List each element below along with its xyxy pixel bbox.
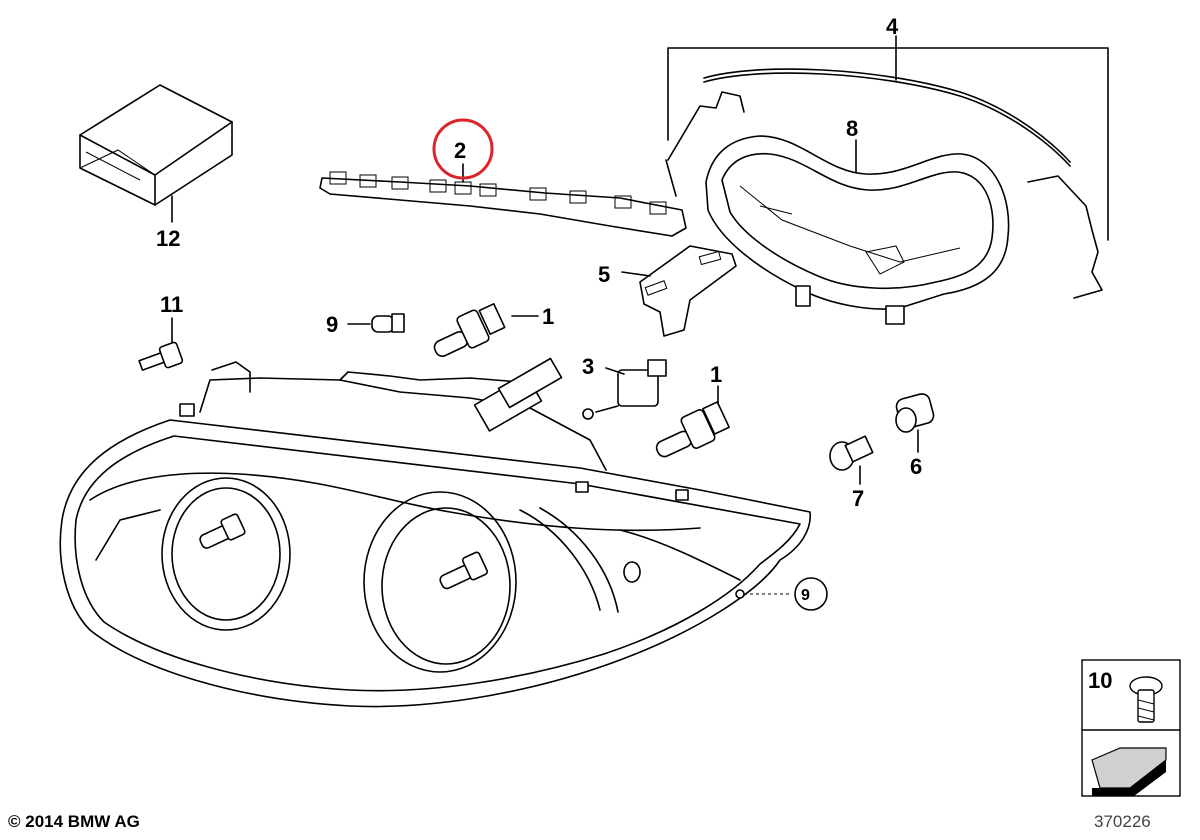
callout-5: 5	[598, 262, 610, 287]
callout-1-upper: 1	[542, 304, 554, 329]
callout-4: 4	[886, 14, 899, 39]
legend-label: 10	[1088, 668, 1112, 693]
callout-7: 7	[852, 486, 864, 511]
part-4-leader	[667, 35, 1109, 241]
part-11-screw[interactable]	[138, 317, 184, 371]
part-12-package[interactable]	[79, 84, 233, 223]
part-1-bulb-upper[interactable]	[432, 303, 539, 359]
callout-9: 9	[326, 312, 338, 337]
callout-2: 2	[454, 138, 466, 163]
part-5-clip[interactable]	[621, 245, 737, 337]
part-2-bracket[interactable]	[319, 163, 687, 237]
callout-10: 9	[801, 587, 810, 604]
callout-3: 3	[582, 354, 594, 379]
headlight-assembly[interactable]	[59, 357, 811, 708]
legend-box	[1081, 659, 1181, 797]
part-8-housing[interactable]	[705, 135, 1010, 325]
part-1-bulb-lower[interactable]	[654, 385, 730, 459]
callout-8: 8	[846, 116, 858, 141]
part-4-seals[interactable]	[665, 68, 1103, 299]
part-3-socket[interactable]	[582, 359, 667, 420]
screw-icon	[1129, 676, 1163, 723]
direction-arrow-icon	[1091, 747, 1167, 796]
callout-6: 6	[910, 454, 922, 479]
part-6-cap[interactable]	[895, 392, 936, 453]
part-9-bulb[interactable]	[347, 313, 405, 333]
callout-10-circle	[794, 577, 828, 611]
diagram-number: 370226	[1094, 812, 1151, 831]
part-7-bulb[interactable]	[829, 435, 874, 485]
highlight-ring	[432, 118, 494, 180]
copyright: © 2014 BMW AG	[8, 812, 140, 831]
callout-12: 12	[156, 226, 180, 251]
callout-1-lower: 1	[710, 362, 722, 387]
callout-11: 11	[160, 292, 183, 317]
